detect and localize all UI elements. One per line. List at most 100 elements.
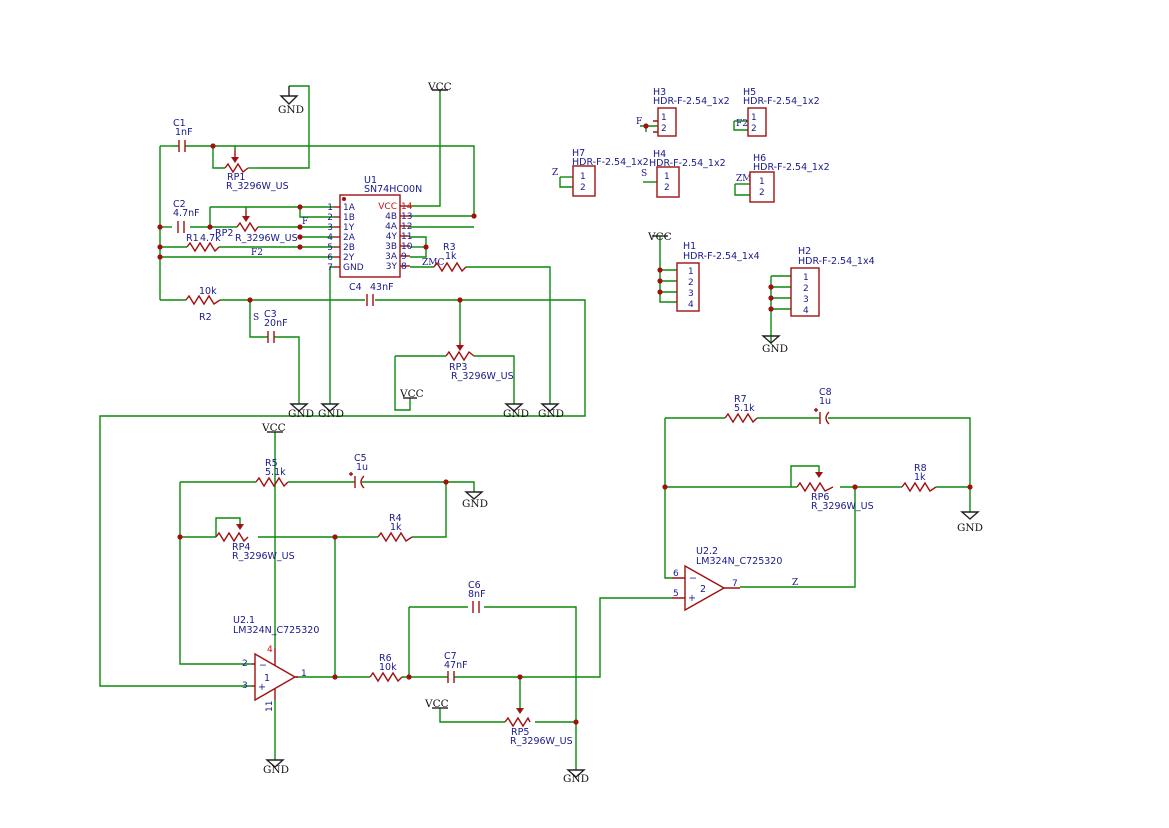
svg-text:2: 2 <box>661 124 667 134</box>
vcc-symbol-rp5: VCC <box>424 698 449 710</box>
svg-text:VCC: VCC <box>261 422 286 434</box>
svg-text:1: 1 <box>759 177 765 187</box>
svg-text:GND: GND <box>318 408 344 420</box>
junctions <box>157 123 973 725</box>
u1-pin-name: 2B <box>343 243 355 253</box>
header-h3: 1 2 H3 HDR-F-2.54_1x2 <box>653 87 730 137</box>
net-label-h4-s: S <box>641 169 647 179</box>
svg-text:4.7k: 4.7k <box>200 233 221 244</box>
svg-text:2: 2 <box>664 183 670 193</box>
gnd-symbol-c5: GND <box>462 491 488 510</box>
svg-text:2: 2 <box>688 278 694 288</box>
gnd-symbol-c3: GND <box>288 403 314 420</box>
resistor-r4: R4 1k <box>377 513 413 543</box>
resistor-r7: R7 5.1k <box>724 394 758 424</box>
capacitor-c8: C8 1u <box>814 387 832 425</box>
net-label-h3-f: F <box>636 117 642 127</box>
svg-text:4: 4 <box>688 300 694 310</box>
svg-text:R2: R2 <box>199 312 212 323</box>
opamp-u22: − + 2 6 5 7 U2.2 LM324N_C725320 <box>672 546 782 612</box>
u1-pin-name: VCC <box>378 202 397 212</box>
svg-text:VCC: VCC <box>399 388 424 400</box>
capacitor-c5: C5 1u <box>349 453 368 489</box>
svg-text:RP2: RP2 <box>215 228 233 239</box>
svg-text:H4: H4 <box>653 149 666 160</box>
u1-pin-number: 5 <box>327 243 333 253</box>
gnd-symbol-u21: GND <box>263 759 289 776</box>
svg-text:R5: R5 <box>265 458 278 469</box>
svg-text:C8: C8 <box>819 387 832 398</box>
svg-text:10k: 10k <box>379 662 397 673</box>
net-label-f: F <box>302 217 308 227</box>
gnd-symbol-rp3: GND <box>503 403 529 420</box>
header-h6: 1 2 H6 HDR-F-2.54_1x2 <box>749 153 830 203</box>
net-labels: F F2 S ZMC Z F F2 Z S ZMC <box>251 117 798 588</box>
svg-text:RP6: RP6 <box>811 492 829 503</box>
vcc-symbol-h1: VCC <box>647 231 672 243</box>
u1-pin-number: 2 <box>327 213 333 223</box>
net-label-f2: F2 <box>251 248 263 258</box>
svg-text:R_3296W_US: R_3296W_US <box>235 233 298 244</box>
u1-pin-name: 2Y <box>343 253 355 263</box>
svg-text:43nF: 43nF <box>370 282 394 293</box>
svg-text:+: + <box>258 682 266 693</box>
svg-text:C3: C3 <box>264 309 277 320</box>
header-h1: 1 2 3 4 H1 HDR-F-2.54_1x4 <box>676 241 760 312</box>
net-label-z: Z <box>792 578 798 588</box>
u1-pin-name: 1B <box>343 213 355 223</box>
resistor-r6: R6 10k <box>369 653 403 683</box>
svg-text:R_3296W_US: R_3296W_US <box>226 181 289 192</box>
svg-text:2: 2 <box>580 183 586 193</box>
header-h7: 1 2 H7 HDR-F-2.54_1x2 <box>572 148 649 197</box>
svg-text:RP5: RP5 <box>511 727 529 738</box>
u22-pin-5: 5 <box>673 589 679 599</box>
svg-text:R6: R6 <box>379 653 392 664</box>
svg-text:1: 1 <box>264 673 270 684</box>
u1-pin-number: 7 <box>327 263 333 273</box>
svg-text:LM324N_C725320: LM324N_C725320 <box>233 625 319 636</box>
u1-pin-number: 11 <box>401 232 412 242</box>
u21-pin-11: 11 <box>265 701 275 712</box>
svg-text:R7: R7 <box>734 394 747 405</box>
svg-text:GND: GND <box>462 498 488 510</box>
gnd-symbol-r3: GND <box>538 403 564 420</box>
svg-text:H5: H5 <box>743 87 756 98</box>
vcc-symbol-rp3: VCC <box>399 388 424 400</box>
u1-pin-number: 6 <box>327 253 333 263</box>
svg-text:−: − <box>259 660 267 671</box>
svg-text:C7: C7 <box>444 651 457 662</box>
u1-pin-name: 1A <box>343 203 356 213</box>
u1-pin-name: GND <box>343 263 364 273</box>
svg-text:GND: GND <box>288 408 314 420</box>
u1-pin-name: 4A <box>385 222 398 232</box>
net-label-zmc: ZMC <box>422 258 444 268</box>
svg-text:3: 3 <box>803 295 809 305</box>
power-symbols: VCC VCC VCC VCC VCC GND GND GND <box>261 81 983 785</box>
svg-text:1: 1 <box>803 273 809 283</box>
svg-text:VCC: VCC <box>647 231 672 243</box>
potentiometer-rp3: RP3 R_3296W_US <box>445 342 514 382</box>
u21-pin-4: 4 <box>267 645 273 655</box>
svg-text:C4: C4 <box>349 282 362 293</box>
u1-value: SN74HC00N <box>364 184 422 195</box>
svg-text:20nF: 20nF <box>264 318 288 329</box>
svg-text:HDR-F-2.54_1x2: HDR-F-2.54_1x2 <box>649 158 726 169</box>
svg-text:R3: R3 <box>443 242 456 253</box>
svg-text:1u: 1u <box>356 462 368 473</box>
svg-text:2: 2 <box>751 124 757 134</box>
svg-text:LM324N_C725320: LM324N_C725320 <box>696 556 782 567</box>
u1-pin-number: 13 <box>401 212 412 222</box>
svg-text:GND: GND <box>957 522 983 534</box>
svg-text:GND: GND <box>563 773 589 785</box>
resistor-r2: R2 10k <box>185 286 221 323</box>
svg-text:2: 2 <box>759 188 765 198</box>
svg-text:R4: R4 <box>389 513 402 524</box>
u1-pin-name: 4B <box>385 212 397 222</box>
svg-text:4.7nF: 4.7nF <box>173 208 200 219</box>
capacitor-c7: C7 47nF <box>442 651 468 683</box>
svg-text:1: 1 <box>664 172 670 182</box>
resistor-r8: R8 1k <box>901 463 937 493</box>
